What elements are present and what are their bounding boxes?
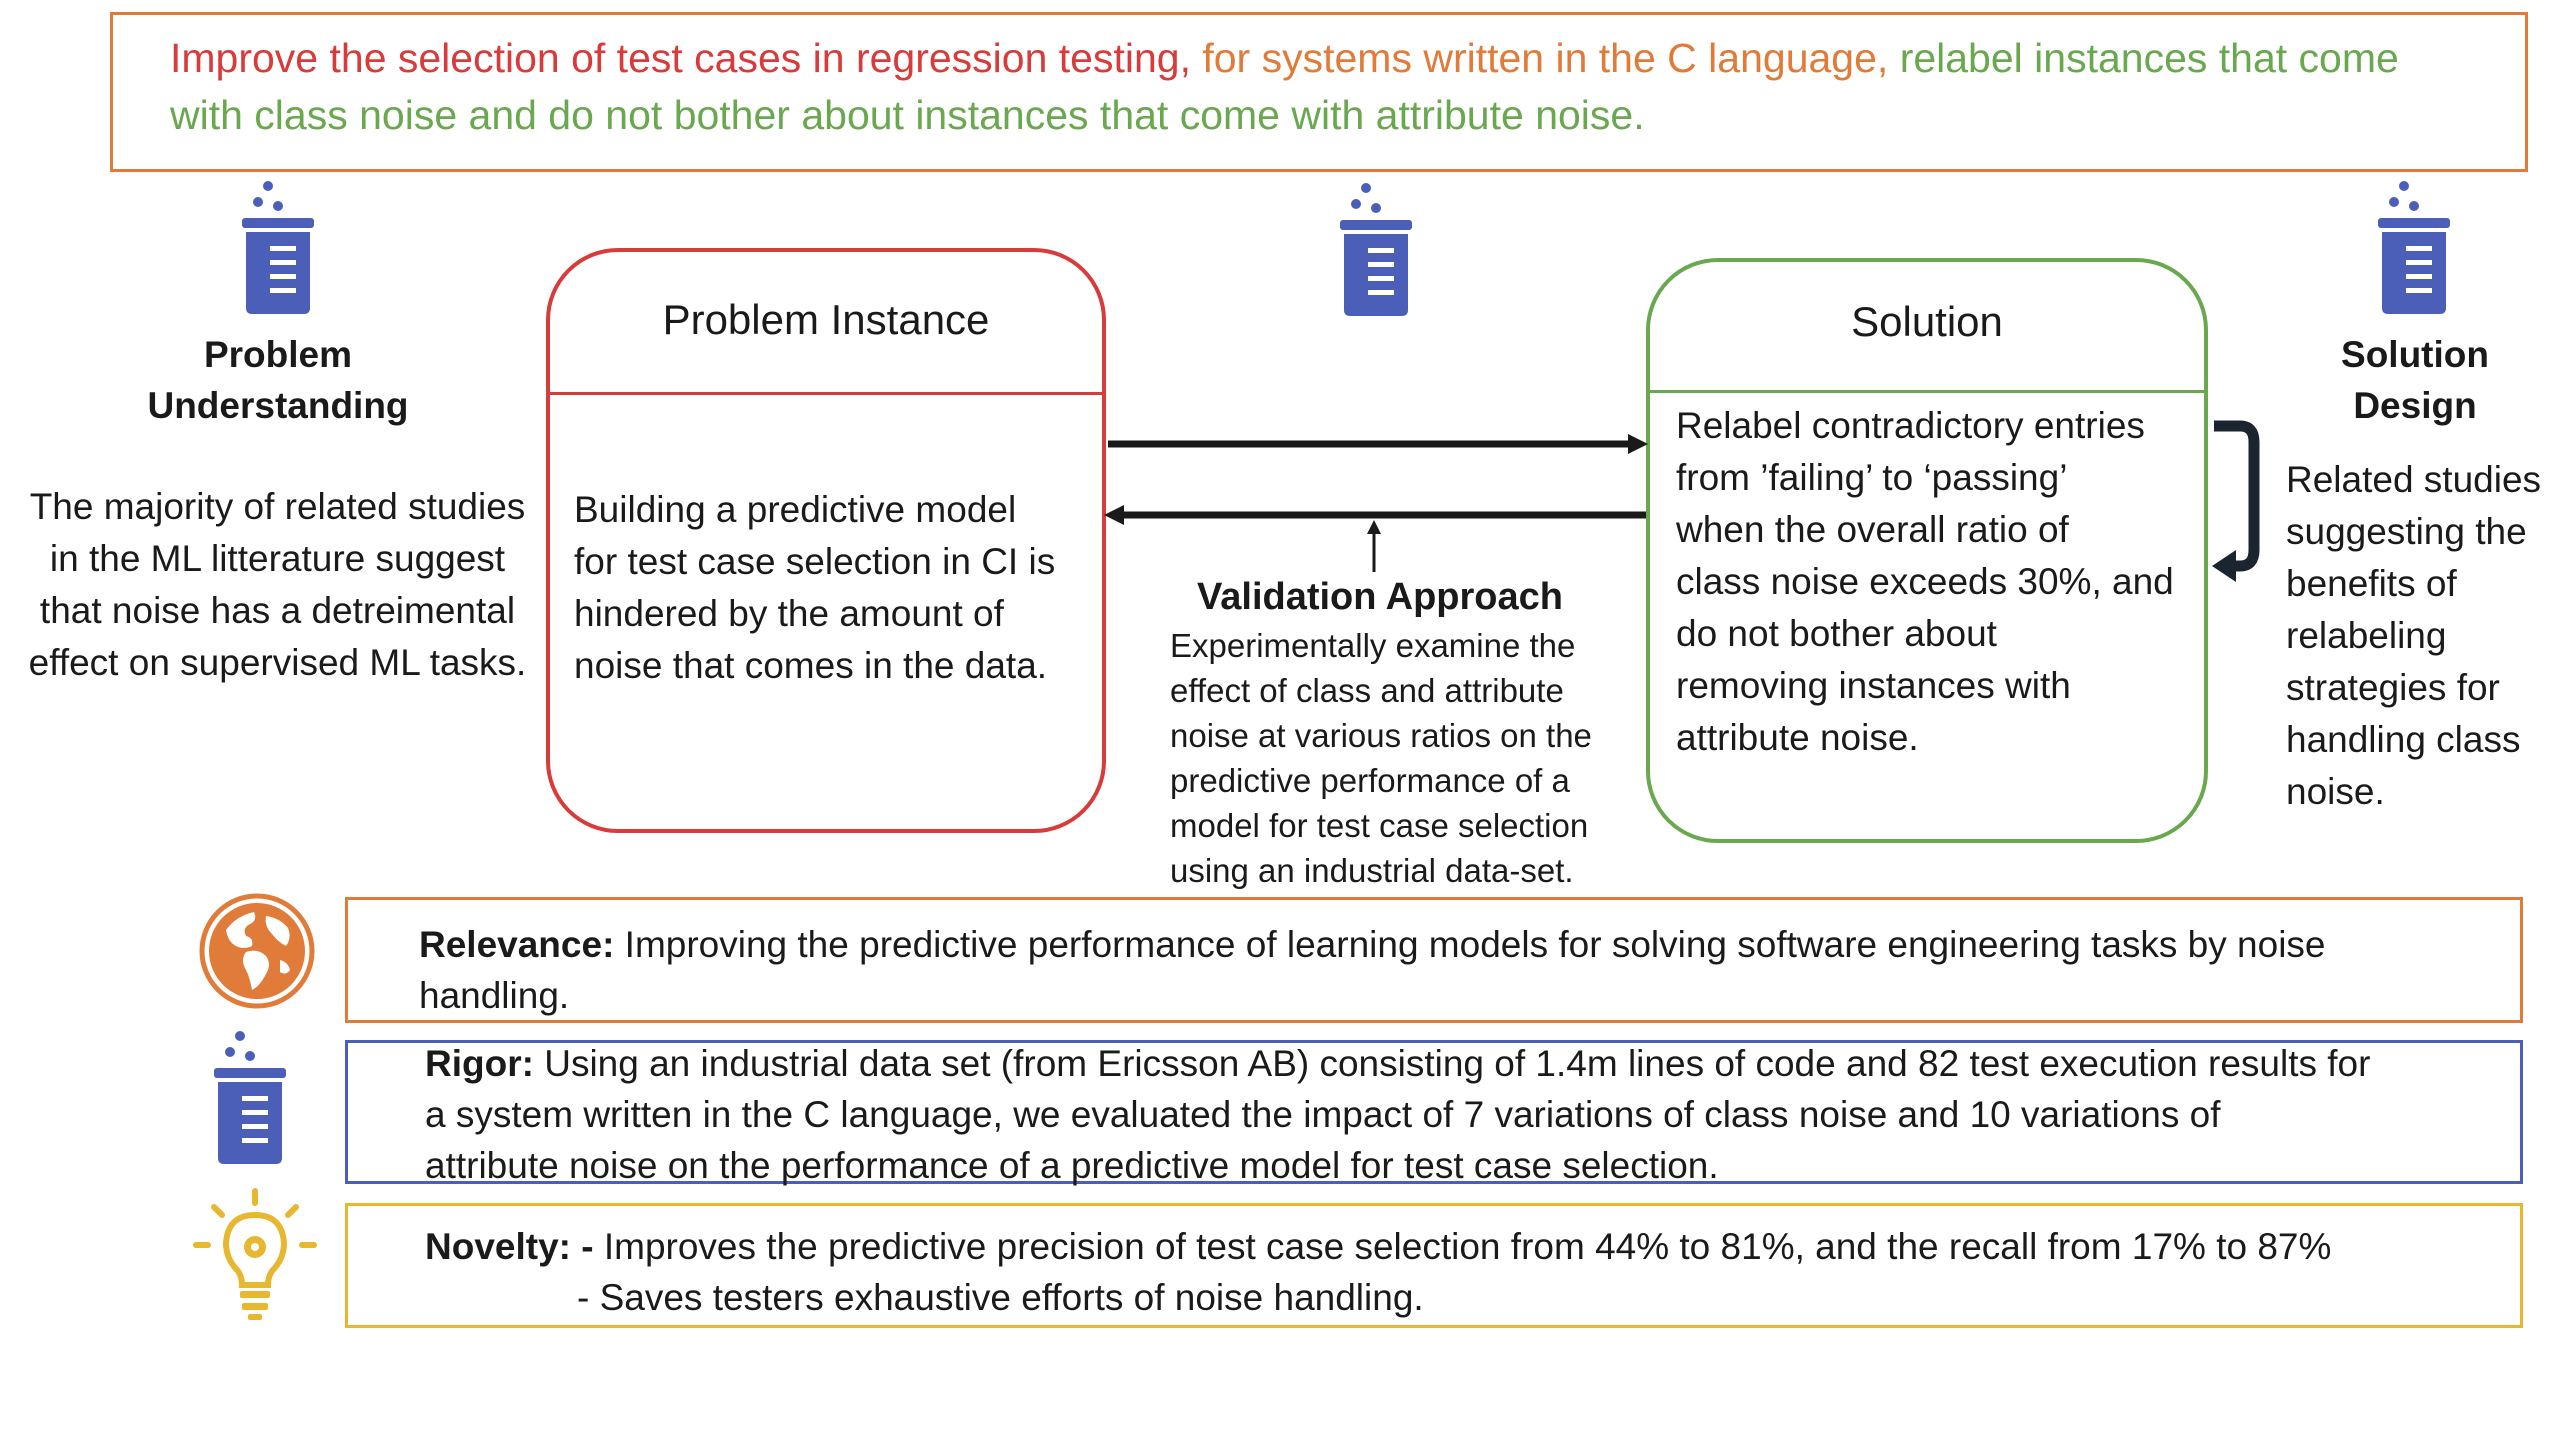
problem-instance-box: Problem Instance Building a predictive m… [546,248,1106,833]
text-line: noise that comes in the data. [574,645,1048,686]
text-line: noise at various ratios on the [1170,717,1592,754]
text-line: Relabel contradictory entries [1676,405,2145,446]
text-line: predictive performance of a [1170,762,1570,799]
text-line: hindered by the amount of [574,593,1004,634]
title-line: Design [2353,385,2477,426]
title-line: Solution [2341,334,2489,375]
text-line: effect on supervised ML tasks. [28,642,527,683]
beaker-icon [1340,183,1412,316]
goal-part-1: Improve the selection of test cases in r… [170,35,1191,81]
relevance-line: Improving the predictive performance of … [614,924,2326,965]
novelty-box [345,1203,2523,1328]
text-line: strategies for [2286,667,2500,708]
solution-title: Solution [1851,298,2003,345]
research-goal-box [110,12,2528,172]
beaker-icon [2378,181,2450,314]
beaker-icon [214,1031,286,1164]
rigor-text: Rigor: Using an industrial data set (fro… [425,1038,2515,1191]
text-line: Building a predictive model [574,489,1017,530]
divider [1650,390,2204,393]
problem-understanding-text: The majority of related studies in the M… [0,481,555,689]
validation-approach-text: Experimentally examine the effect of cla… [1170,623,1610,893]
divider [550,392,1102,395]
text-line: when the overall ratio of [1676,509,2069,550]
goal-part-2: for systems written in the C language, [1190,35,1889,81]
text-line: class noise exceeds 30%, and [1676,561,2174,602]
relevance-line: handling. [419,975,570,1016]
title-line: Problem [203,334,353,375]
problem-understanding-title: Problem Understanding [98,329,458,431]
text-line: handling class [2286,719,2521,760]
text-line: from ’failing’ to ‘passing’ [1676,457,2068,498]
arrowhead-right [1628,434,1648,454]
novelty-label: Novelty: - [425,1226,594,1267]
beaker-icon [242,181,314,314]
globe-icon [199,893,315,1009]
text-line: attribute noise. [1676,717,1919,758]
novelty-line: Improves the predictive precision of tes… [593,1226,2332,1267]
text-line: Related studies [2286,459,2542,500]
connector-arrows [1104,434,1648,572]
rigor-box [345,1040,2523,1184]
relevance-text: Relevance: Improving the predictive perf… [419,919,2509,1021]
research-goal-text: Improve the selection of test cases in r… [170,30,2470,144]
lightbulb-icon [193,1188,317,1320]
text-line: do not bother about [1676,613,1997,654]
rigor-label: Rigor: [425,1043,534,1084]
text-line: model for test case selection [1170,807,1589,844]
arrowhead-up [1367,520,1381,534]
text-line: that noise has a detreimental [39,590,516,631]
relevance-box [345,897,2523,1023]
text-line: effect of class and attribute [1170,672,1564,709]
text-line: for test case selection in CI is [574,541,1056,582]
text-line: Experimentally examine the [1170,627,1576,664]
novelty-text: Novelty: - Improves the predictive preci… [425,1221,2515,1323]
text-line: in the ML litterature suggest [49,538,506,579]
rigor-line: Using an industrial data set (from Erics… [533,1043,2371,1084]
text-line: noise. [2286,771,2385,812]
design-arrow [2212,420,2260,582]
solution-box: Solution Relabel contradictory entries f… [1646,258,2208,843]
problem-instance-text: Building a predictive model for test cas… [574,484,1094,692]
solution-design-title: Solution Design [2320,329,2510,431]
title-line: Understanding [147,385,409,426]
validation-approach-title: Validation Approach [1197,576,1563,618]
solution-text: Relabel contradictory entries from ’fail… [1676,400,2196,764]
solution-design-text: Related studies suggesting the benefits … [2286,454,2560,818]
arrowhead-left [1104,505,1124,525]
text-line: benefits of [2286,563,2457,604]
text-line: removing instances with [1676,665,2071,706]
goal-part-3: relabel instances that come with class n… [170,35,2399,138]
problem-instance-title: Problem Instance [662,296,990,343]
rigor-line: a system written in the C language, we e… [425,1094,2221,1135]
text-line: The majority of related studies [29,486,526,527]
relevance-label: Relevance: [419,924,615,965]
novelty-line: - Saves testers exhaustive efforts of no… [577,1277,1424,1318]
text-line: relabeling [2286,615,2447,656]
text-line: using an industrial data-set. [1170,852,1574,889]
rigor-line: attribute noise on the performance of a … [425,1145,1719,1186]
text-line: suggesting the [2286,511,2527,552]
